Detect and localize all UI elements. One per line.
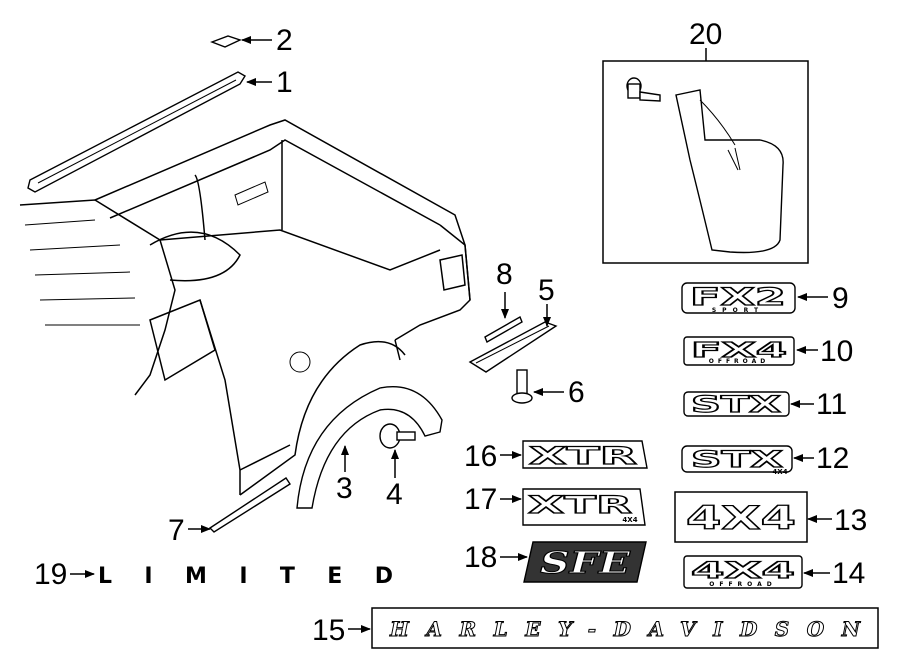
- emblem-xtr2-text: XTR: [528, 491, 632, 519]
- emblem-4x4-offroad-text: 4X4: [691, 559, 795, 584]
- part-20-screw: [626, 77, 661, 102]
- emblem-offroad-text: OFFROAD: [709, 581, 776, 588]
- emblem-sfe: SFE: [523, 541, 647, 583]
- emblem-stx: STX: [683, 391, 790, 419]
- emblem-stx2-text: STX: [691, 448, 783, 473]
- emblem-4x4-text: 4X4: [686, 499, 796, 537]
- emblem-sfe-text: SFE: [540, 546, 632, 581]
- truck-bed-illustration: [19, 119, 471, 496]
- emblem-fx4-offroad-text: OFFROAD: [709, 358, 769, 365]
- emblem-fx4-offroad: FX4 OFFROAD: [683, 336, 795, 366]
- emblem-harley-davidson: HARLEY-DAVIDSON: [371, 607, 879, 649]
- part-5-molding: [468, 321, 558, 373]
- emblem-xtr-text: XTR: [529, 442, 637, 470]
- emblem-stx-4x4-text: 4X4: [772, 468, 787, 476]
- callout-4: 4: [386, 478, 403, 511]
- emblem-4x4-boxed: 4X4: [674, 491, 808, 543]
- emblem-stx-text: STX: [691, 393, 781, 418]
- emblem-fx4-text: FX4: [691, 338, 787, 362]
- callout-15: 15: [312, 614, 345, 647]
- callout-12: 12: [816, 442, 849, 475]
- part-3-wheel-molding: [296, 386, 443, 509]
- emblem-stx-4x4: STX 4X4: [681, 445, 793, 476]
- emblem-limited-text: LIMITED: [98, 564, 393, 589]
- callout-11: 11: [816, 388, 847, 421]
- callout-18: 18: [464, 541, 497, 574]
- callout-17: 17: [464, 483, 497, 516]
- callout-8: 8: [496, 258, 513, 291]
- part-2-rail-end-cap: [210, 35, 242, 48]
- callout-2: 2: [276, 24, 293, 57]
- emblem-xtr: XTR: [522, 440, 648, 471]
- emblem-fx2-text: FX2: [690, 283, 786, 311]
- emblem-xtr-4x4-text: 4X4: [622, 516, 637, 524]
- callout-9: 9: [832, 282, 849, 315]
- emblem-xtr-4x4: XTR 4X4: [522, 488, 646, 526]
- callout-19: 19: [34, 558, 67, 591]
- emblem-4x4-offroad: 4X4 OFFROAD: [683, 555, 803, 589]
- part-8-tape: [484, 315, 523, 344]
- callout-20: 20: [689, 18, 722, 51]
- callout-10: 10: [820, 335, 853, 368]
- part-6-fastener: [511, 369, 533, 404]
- emblem-fx2-sub: SPORT: [712, 307, 764, 314]
- callout-13: 13: [834, 504, 867, 537]
- emblem-fx2-sport: FX2 SPORT: [681, 282, 796, 314]
- part-4-push-pin: [379, 423, 416, 449]
- part-7-molding-strip: [208, 477, 291, 533]
- callout-14: 14: [832, 557, 865, 590]
- part-20-mud-flap: [675, 89, 784, 254]
- callout-6: 6: [568, 376, 585, 409]
- callout-3: 3: [336, 472, 353, 505]
- callout-7: 7: [168, 514, 185, 547]
- callouts: 1 2 3 4 5 6 7 8 9 10 11 12 13: [34, 18, 867, 647]
- emblem-harley-text: HARLEY-DAVIDSON: [389, 617, 861, 641]
- callout-1: 1: [276, 66, 293, 99]
- callout-16: 16: [464, 440, 497, 473]
- callout-5: 5: [538, 274, 555, 307]
